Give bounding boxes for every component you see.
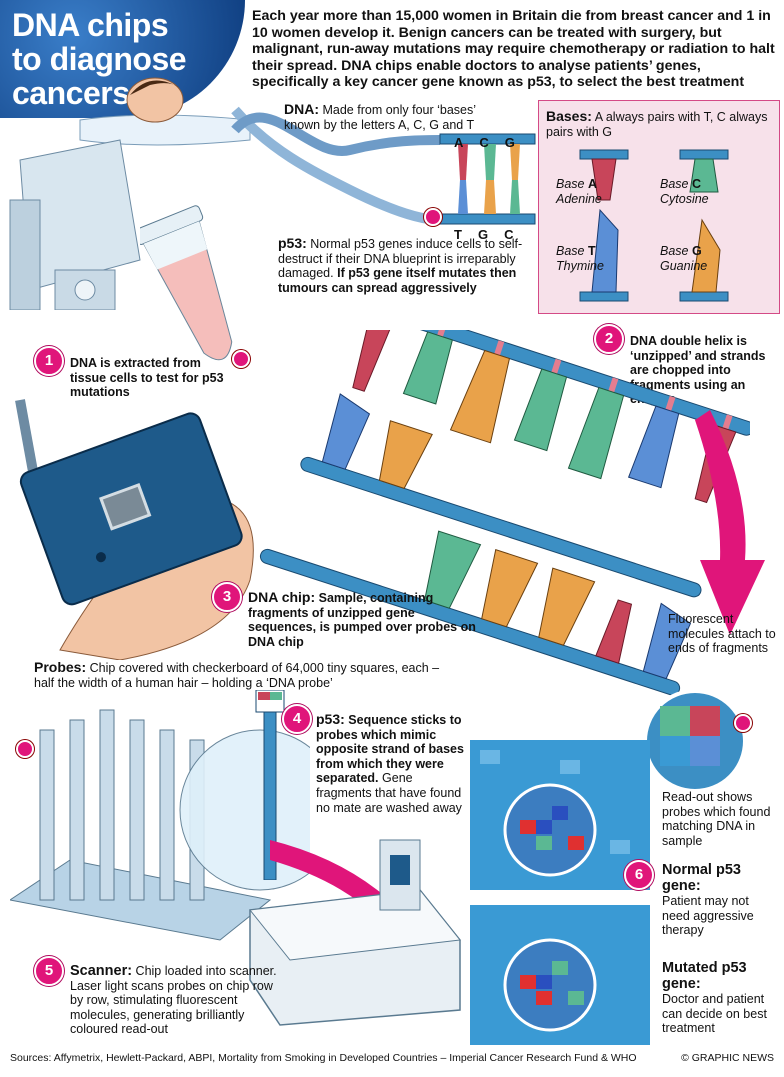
step-4-badge: 4: [282, 704, 312, 734]
page-title: DNA chips to diagnose cancers: [12, 7, 187, 111]
dna-helix-illustration: [231, 106, 536, 225]
step-5-badge: 5: [34, 956, 64, 986]
step-1-text: DNA is extracted from tissue cells to te…: [70, 356, 224, 400]
dna-chip-in-hand-illustration: [15, 399, 254, 660]
footer-credit: © GRAPHIC NEWS: [681, 1052, 774, 1064]
sample-tube-illustration: [140, 205, 233, 361]
readout-description: Read-out shows probes which found matchi…: [662, 790, 771, 848]
footer: Sources: Affymetrix, Hewlett-Packard, AB…: [10, 1052, 774, 1064]
p53-description: p53: Normal p53 genes induce cells to se…: [278, 235, 523, 295]
probes-grid-illustration: [10, 709, 310, 941]
scanner-illustration: [249, 839, 461, 1026]
unzipped-dna-ladder: [259, 330, 750, 696]
step-1-badge: 1: [34, 346, 64, 376]
step-5-text: Scanner: Chip loaded into scanner. Laser…: [70, 963, 277, 1037]
fluorescent-callout-dot: [734, 714, 752, 732]
probe-column-illustration: [255, 690, 285, 880]
footer-sources: Sources: Affymetrix, Hewlett-Packard, AB…: [10, 1052, 637, 1064]
step-3-text: DNA chip: Sample, containing fragments o…: [248, 589, 476, 649]
step-6-badge: 6: [624, 860, 654, 890]
normal-gene-text: Normal p53 gene: Patient may not need ag…: [662, 862, 754, 938]
dna-callout-dot: [424, 208, 442, 226]
tube-callout-dot: [232, 350, 250, 368]
fluorescent-text: Fluorescent molecules attach to ends of …: [668, 612, 776, 656]
dna-top-letters: ACG: [454, 135, 531, 150]
dna-bottom-letters: TGC: [454, 227, 530, 242]
step-2-badge: 2: [594, 324, 624, 354]
probes-callout-dot: [16, 740, 34, 758]
pink-arrow-right: [695, 410, 765, 635]
patient-illustration: [9, 77, 251, 310]
mutated-gene-text: Mutated p53 gene: Doctor and patient can…: [662, 960, 767, 1036]
intro-text: Each year more than 15,000 women in Brit…: [252, 8, 775, 91]
bases-legend-box: [538, 100, 780, 314]
step-3-badge: 3: [212, 582, 242, 612]
fluorescent-zoom-circle: [643, 689, 747, 793]
readout-panel-mutated: [470, 905, 650, 1045]
bases-description: Bases: A always pairs with T, C always p…: [546, 108, 768, 139]
bases-legend-shapes: [579, 149, 729, 302]
step-4-text: p53: Sequence sticks to probes which mim…: [316, 711, 464, 815]
dna-description: DNA: Made from only four ‘bases’ known b…: [284, 101, 476, 132]
probes-description: Probes: Chip covered with checkerboard o…: [34, 659, 440, 690]
readout-panel-normal: [470, 740, 650, 890]
